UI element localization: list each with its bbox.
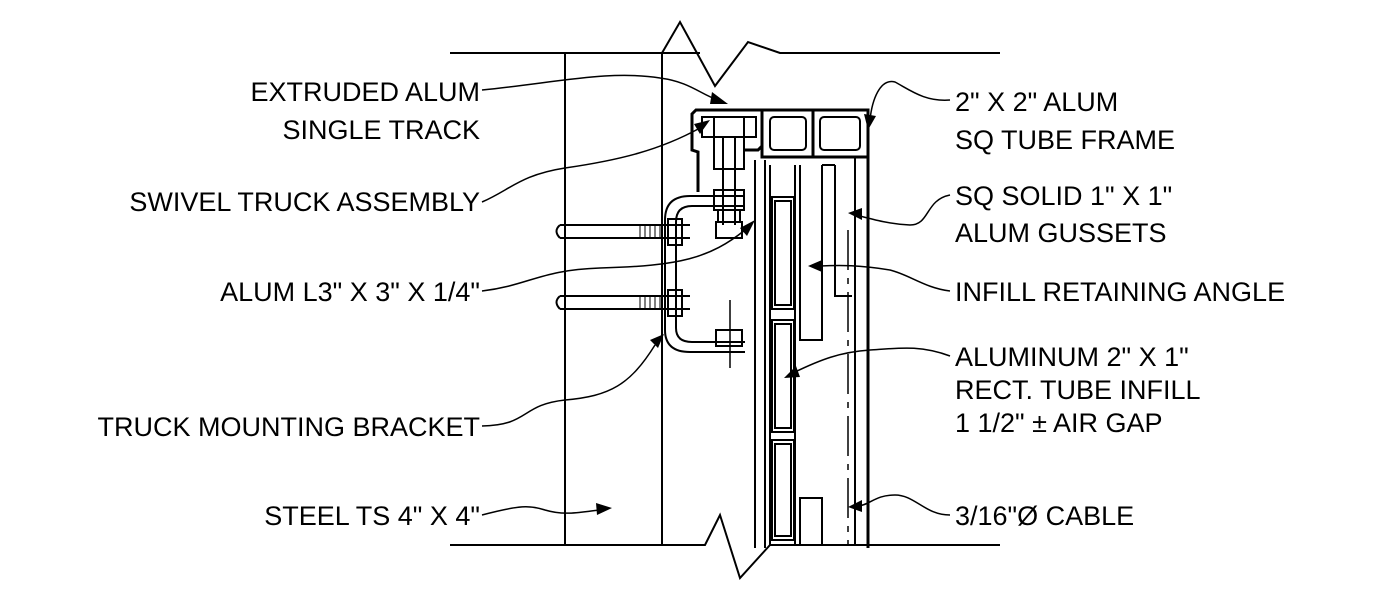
label-infill-line1: ALUMINUM 2" X 1" (955, 342, 1189, 372)
leader-infill (794, 347, 951, 373)
label-tube-frame-line1: 2" X 2" ALUM (955, 87, 1118, 117)
label-gussets-line2: ALUM GUSSETS (955, 218, 1167, 248)
break-line-bottom (662, 512, 1000, 580)
leader-truck-bracket (481, 344, 656, 427)
leader-tube-frame (869, 80, 951, 121)
label-extruded-alum-line2: SINGLE TRACK (282, 115, 480, 145)
label-infill-line3: 1 1/2" ± AIR GAP (955, 408, 1163, 438)
rect-tube-infill (769, 165, 796, 545)
retaining-angle-and-gusset (799, 164, 852, 546)
leader-swivel-truck (481, 127, 701, 203)
leader-retaining-angle (819, 264, 951, 292)
label-retaining-angle: INFILL RETAINING ANGLE (955, 277, 1285, 307)
break-line-top (661, 19, 1000, 88)
label-truck-bracket: TRUCK MOUNTING BRACKET (97, 412, 480, 442)
label-tube-frame-line2: SQ TUBE FRAME (955, 125, 1175, 155)
swivel-truck-assembly (701, 116, 757, 239)
label-cable: 3/16"Ø CABLE (955, 501, 1134, 531)
label-extruded-alum-line1: EXTRUDED ALUM (250, 77, 480, 107)
label-gussets-line1: SQ SOLID 1" X 1" (955, 181, 1172, 211)
leader-alum-angle (481, 229, 746, 292)
label-infill-line2: RECT. TUBE INFILL (955, 375, 1201, 405)
label-swivel-truck: SWIVEL TRUCK ASSEMBLY (129, 187, 480, 217)
steel-tube-section (450, 52, 700, 546)
aluminum-angle (754, 160, 766, 548)
leader-extruded-alum (481, 74, 719, 101)
leader-steel-ts (481, 505, 601, 516)
leader-cable (857, 494, 951, 516)
label-steel-ts: STEEL TS 4" X 4" (264, 501, 480, 531)
through-bolt-upper (555, 218, 690, 246)
label-alum-angle: ALUM L3" X 3" X 1/4" (220, 277, 480, 307)
leader-gussets (859, 194, 951, 226)
truck-mounting-bracket (664, 195, 745, 368)
through-bolt-lower (555, 289, 690, 317)
